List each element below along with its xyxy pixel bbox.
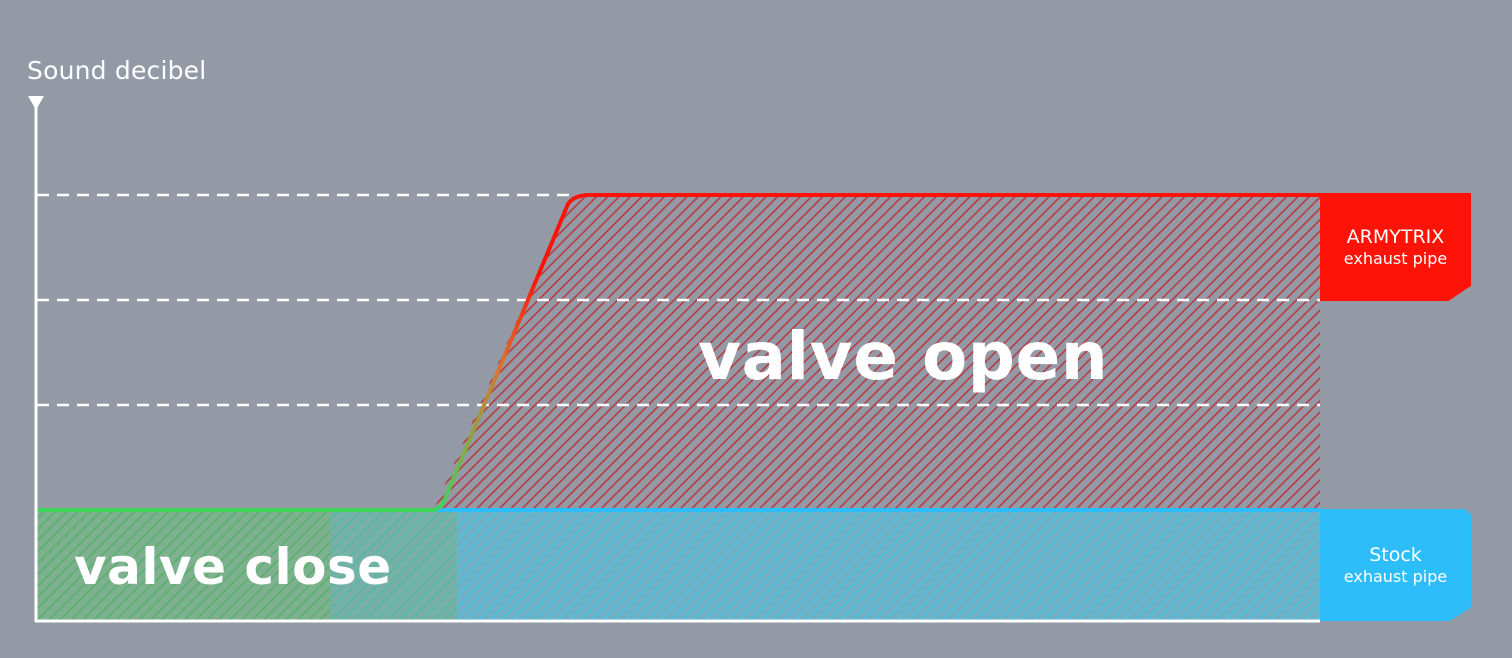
- legend-stock-name: Stock: [1369, 543, 1422, 566]
- band-blend: [330, 509, 590, 621]
- valve-open-area: [434, 196, 1320, 509]
- legend-armytrix: ARMYTRIX exhaust pipe: [1320, 193, 1471, 301]
- legend-stock: Stock exhaust pipe: [1320, 509, 1471, 621]
- valve-open-label: valve open: [698, 318, 1109, 395]
- y-axis-arrow: [28, 96, 44, 110]
- legend-armytrix-sub: exhaust pipe: [1343, 248, 1448, 268]
- legend-stock-sub: exhaust pipe: [1343, 566, 1448, 586]
- armytrix-line: [433, 193, 1470, 512]
- valve-close-label: valve close: [74, 538, 392, 596]
- stock-area: [457, 509, 1320, 621]
- y-axis-label: Sound decibel: [27, 56, 207, 85]
- legend-armytrix-name: ARMYTRIX: [1346, 225, 1445, 248]
